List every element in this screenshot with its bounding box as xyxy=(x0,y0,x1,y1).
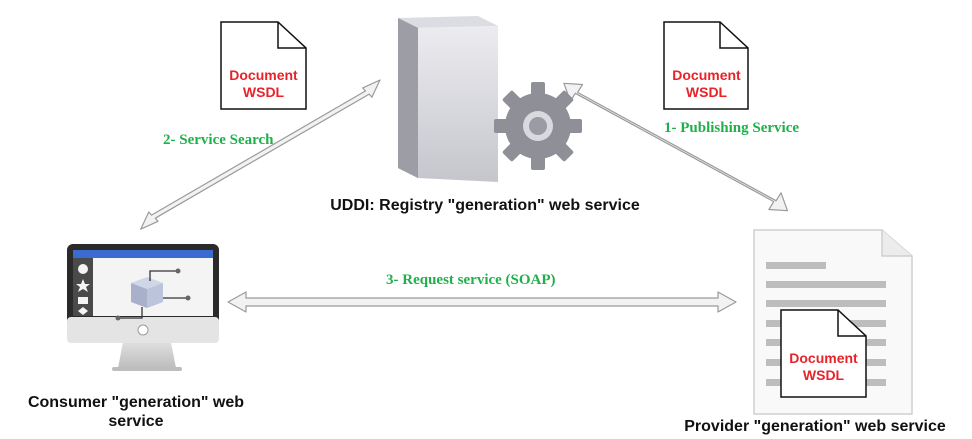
wsdl-document-icon-right xyxy=(663,21,749,110)
wsdl-text: WSDL xyxy=(685,84,728,100)
wsdl-document-label-bottom: Document WSDL xyxy=(781,350,866,384)
arrow-request-service xyxy=(227,291,737,313)
edge-label-publishing-service: 1- Publishing Service xyxy=(664,120,800,136)
arrow-service-search xyxy=(140,79,381,230)
computer-monitor-icon xyxy=(67,244,219,371)
consumer-label: Consumer "generation" web service xyxy=(0,393,272,431)
gear-icon xyxy=(494,82,582,170)
edge-label-service-search: 2- Service Search xyxy=(163,132,274,148)
wsdl-text: WSDL xyxy=(802,367,845,383)
wsdl-document-icon-left xyxy=(220,21,307,110)
arrow-publishing-service xyxy=(563,82,789,212)
consumer-label-line1: Consumer "generation" web xyxy=(27,394,245,411)
wsdl-document-icon-bottom xyxy=(780,309,867,398)
provider-label: Provider "generation" web service xyxy=(684,418,946,435)
document-text: Document xyxy=(229,67,298,83)
consumer-label-line2: service xyxy=(108,413,164,430)
wsdl-document-label-right: Document WSDL xyxy=(664,67,749,101)
server-icon xyxy=(398,16,498,182)
document-text: Document xyxy=(789,350,858,366)
edge-label-request-service: 3- Request service (SOAP) xyxy=(386,272,556,288)
wsdl-text: WSDL xyxy=(242,84,285,100)
wsdl-document-label-left: Document WSDL xyxy=(221,67,306,101)
document-text: Document xyxy=(672,67,741,83)
registry-label: UDDI: Registry "generation" web service xyxy=(330,197,640,214)
